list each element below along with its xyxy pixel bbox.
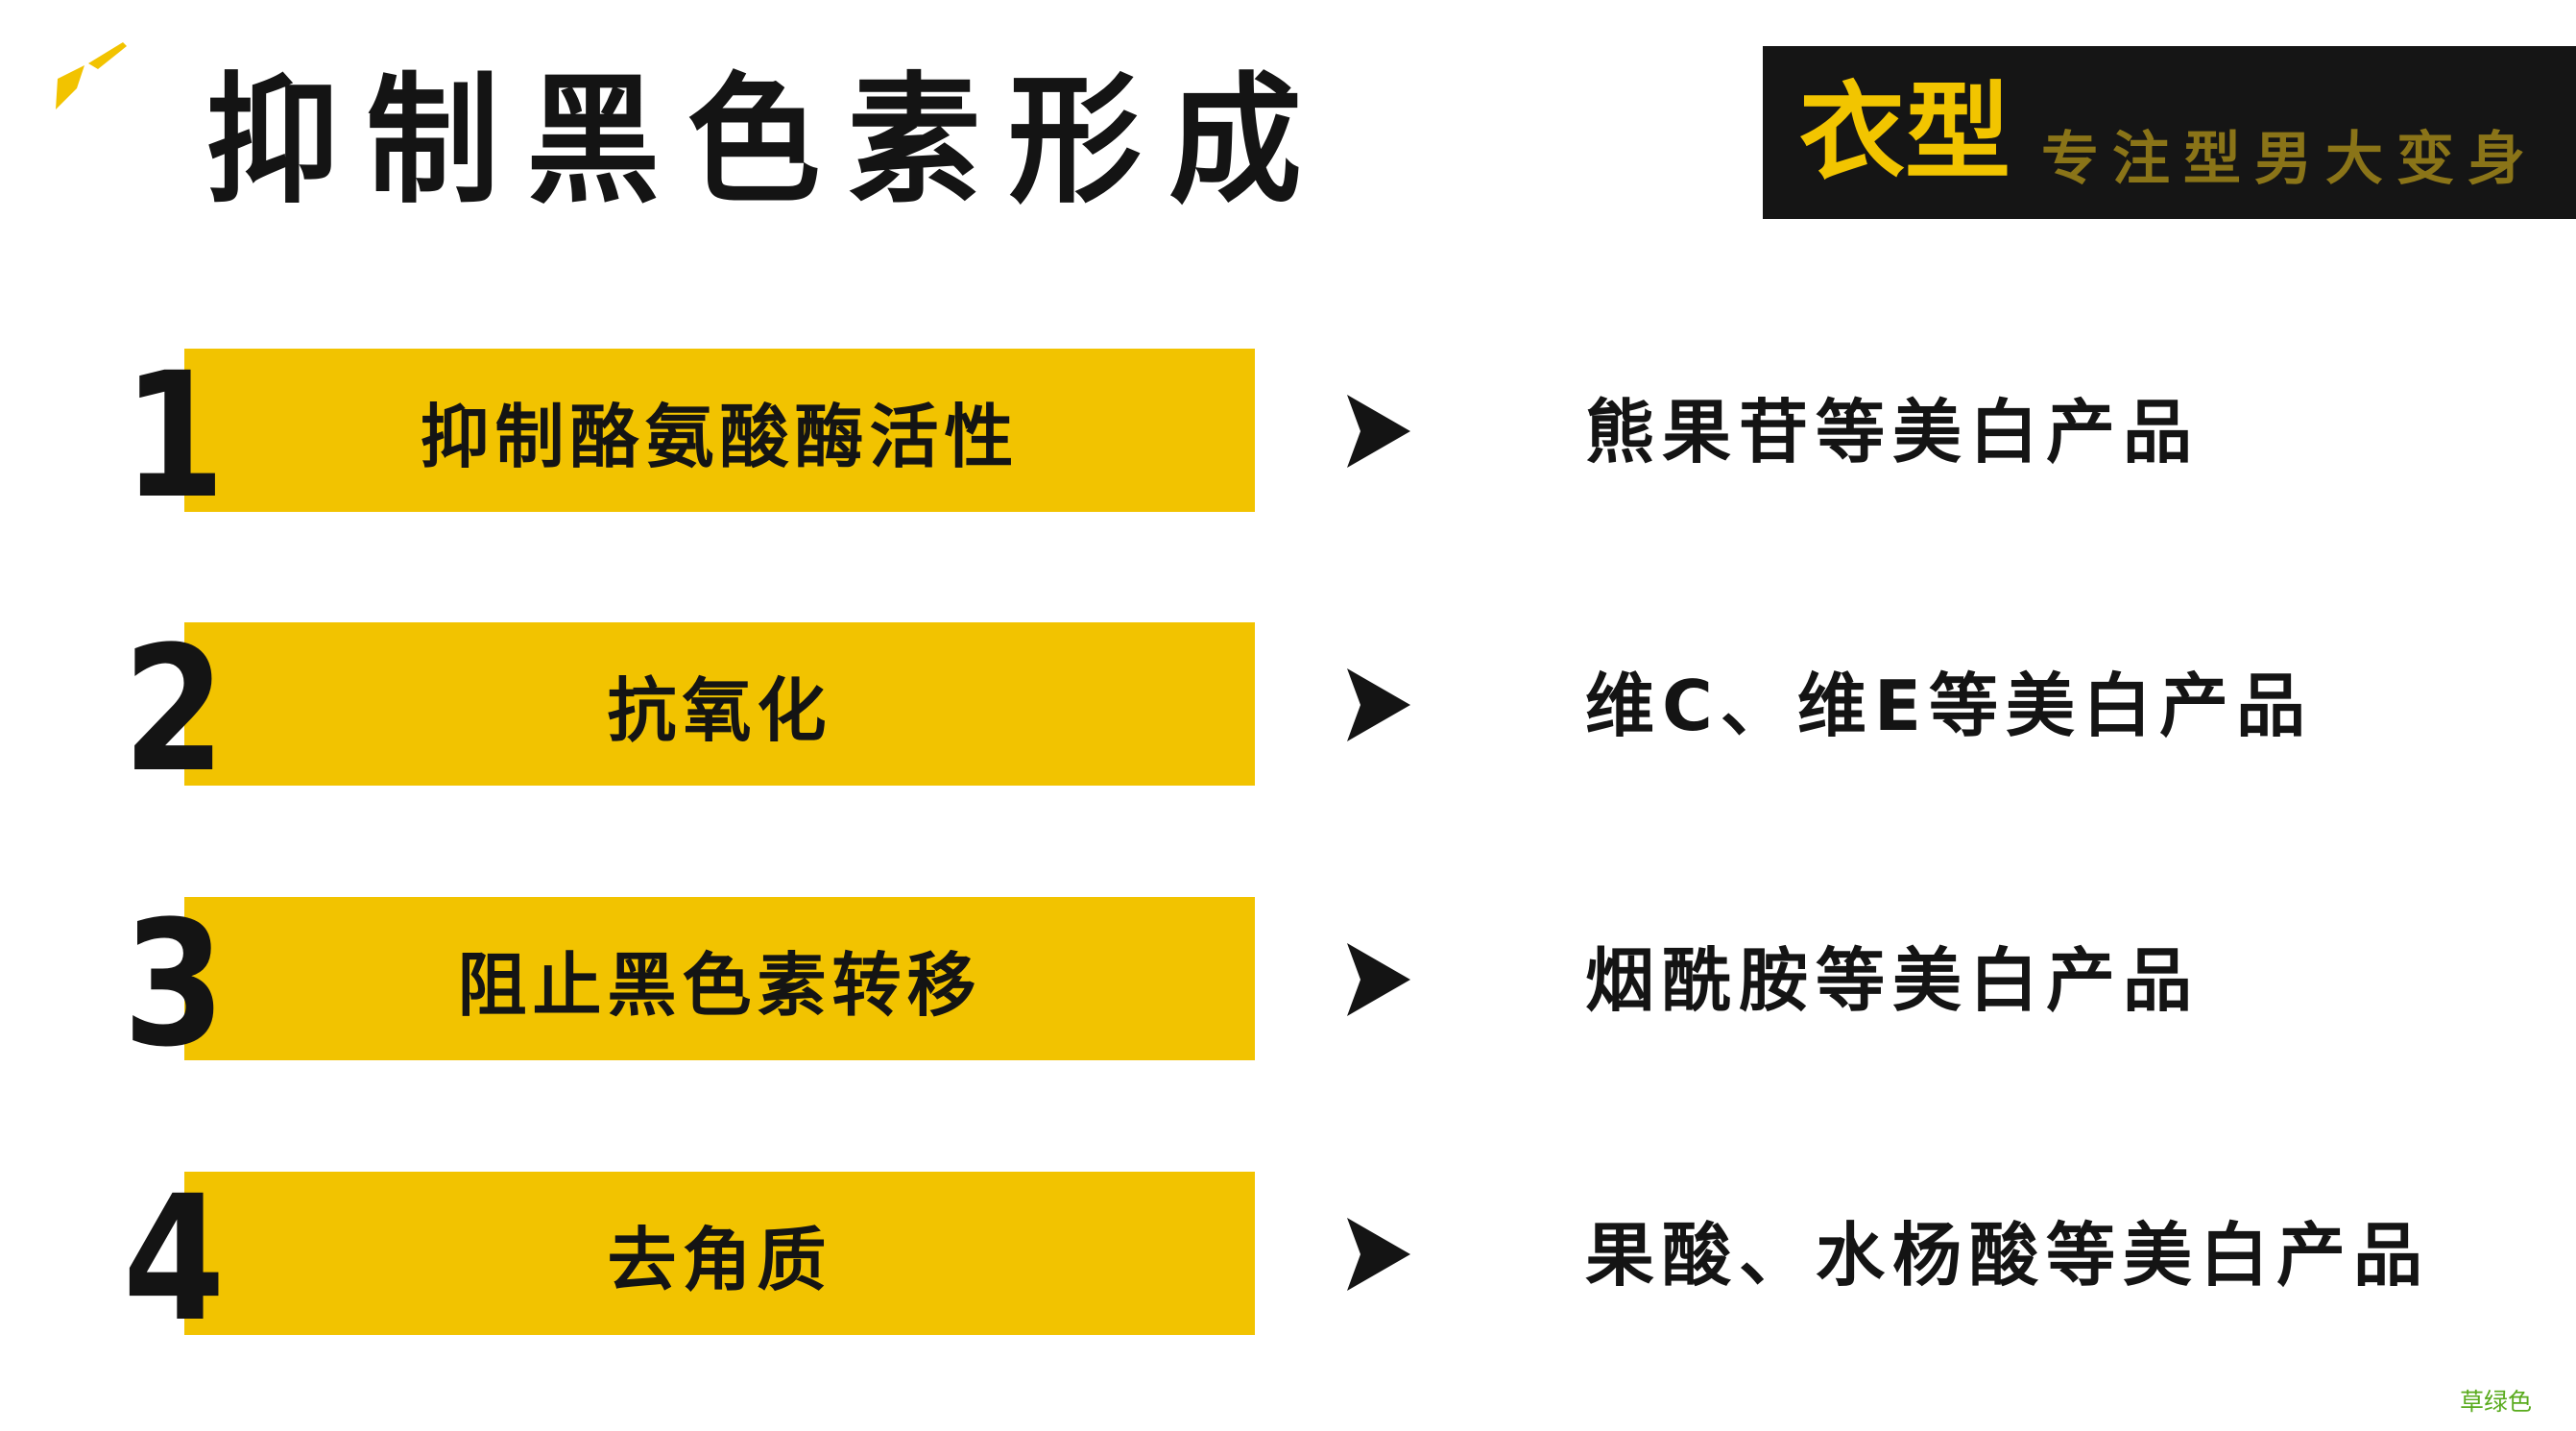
item-number: 3 xyxy=(123,885,226,1085)
list-item: 4 去角质 果酸、水杨酸等美白产品 xyxy=(0,1164,2576,1356)
method-label: 抑制酪氨酸酶活性 xyxy=(420,396,1020,477)
footer-note: 草绿色 xyxy=(2460,1388,2533,1416)
method-label: 抗氧化 xyxy=(607,669,832,751)
product-label: 烟酰胺等美白产品 xyxy=(1585,940,2201,1021)
arrow-right-icon xyxy=(1347,668,1410,741)
arrow-right-icon xyxy=(1347,395,1410,468)
method-bar: 抑制酪氨酸酶活性 xyxy=(184,349,1255,512)
product-label: 果酸、水杨酸等美白产品 xyxy=(1585,1215,2431,1296)
brand-slogan: 专注型男大变身 xyxy=(2041,126,2539,193)
item-number: 4 xyxy=(123,1159,226,1360)
item-number: 2 xyxy=(123,610,226,811)
product-label: 熊果苷等美白产品 xyxy=(1585,392,2201,473)
brand-banner: 衣型 专注型男大变身 xyxy=(1763,46,2576,219)
method-bar: 去角质 xyxy=(184,1172,1255,1335)
list-item: 2 抗氧化 维C、维E等美白产品 xyxy=(0,615,2576,807)
arrow-right-icon xyxy=(1347,943,1410,1016)
logo-mark-icon xyxy=(56,42,127,109)
page-title: 抑制黑色素形成 xyxy=(205,60,1330,223)
method-label: 阻止黑色素转移 xyxy=(457,944,982,1026)
brand-name: 衣型 xyxy=(1799,71,2010,194)
method-bar: 阻止黑色素转移 xyxy=(184,897,1255,1060)
item-number: 1 xyxy=(123,336,226,537)
arrow-right-icon xyxy=(1347,1218,1410,1291)
list-item: 3 阻止黑色素转移 烟酰胺等美白产品 xyxy=(0,889,2576,1081)
product-label: 维C、维E等美白产品 xyxy=(1585,666,2314,746)
method-label: 去角质 xyxy=(607,1219,832,1300)
method-bar: 抗氧化 xyxy=(184,622,1255,786)
list-item: 1 抑制酪氨酸酶活性 熊果苷等美白产品 xyxy=(0,341,2576,533)
